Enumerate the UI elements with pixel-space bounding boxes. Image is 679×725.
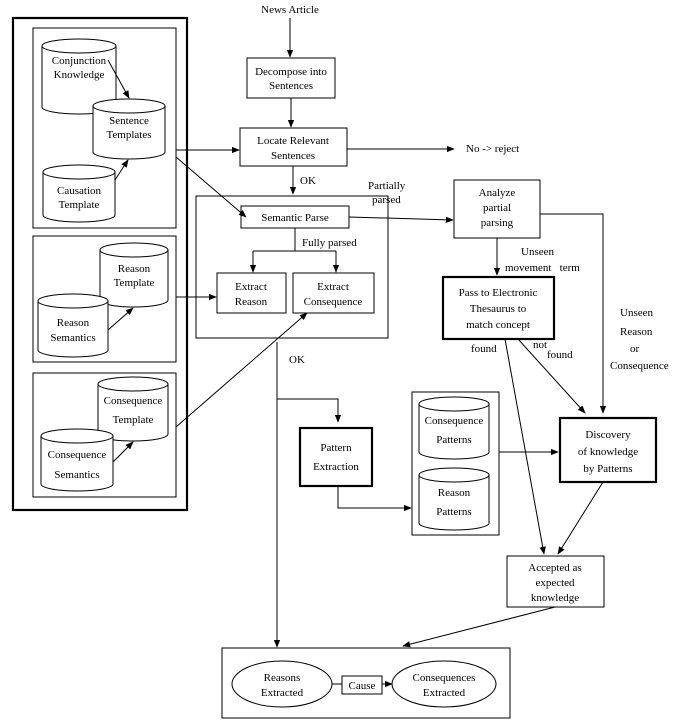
decompose-box: Decompose into Sentences: [246, 57, 336, 99]
svg-text:Sentences: Sentences: [269, 80, 313, 92]
consequence-semantics-cylinder: Consequence Semantics: [40, 428, 114, 492]
svg-text:Template: Template: [113, 414, 154, 426]
reasons-extracted-ellipse: Reasons Extracted: [231, 660, 333, 708]
svg-text:Conjunction: Conjunction: [52, 55, 107, 67]
svg-text:Causation: Causation: [57, 185, 101, 197]
extract-reason-box: Extract Reason: [216, 272, 287, 314]
not-found-label-2: found: [547, 349, 573, 361]
movement-term-label: movement term: [505, 262, 580, 274]
consequence-group: [32, 372, 177, 498]
news-article-label: News Article: [261, 4, 319, 16]
svg-text:Decompose into: Decompose into: [255, 66, 327, 78]
reject-label: No -> reject: [466, 143, 519, 155]
consequence-template-cylinder: Consequence Template: [97, 376, 169, 442]
thesaurus-box: Pass to Electronic Thesaurus to match co…: [441, 275, 556, 341]
consequence-patterns-cylinder: Consequence Patterns: [418, 396, 490, 460]
accepted-box: Accepted as expected knowledge: [506, 555, 605, 608]
svg-text:parsing: parsing: [481, 217, 514, 229]
unseen-reason-label-2: Reason: [620, 326, 653, 338]
svg-text:Thesaurus to: Thesaurus to: [470, 303, 527, 315]
svg-text:Patterns: Patterns: [436, 434, 471, 446]
reason-template-cylinder: Reason Template: [99, 242, 169, 308]
analyze-partial-parsing-box: Analyze partial parsing: [453, 179, 541, 239]
reason-patterns-cylinder: Reason Patterns: [418, 467, 490, 531]
reason-semantics-cylinder: Reason Semantics: [37, 293, 109, 358]
svg-text:Sentence: Sentence: [109, 115, 149, 127]
svg-text:Reason: Reason: [438, 487, 471, 499]
svg-text:partial: partial: [483, 202, 511, 214]
found-label: found: [471, 343, 497, 355]
reason-group: [32, 235, 177, 363]
svg-text:Template: Template: [114, 277, 155, 289]
fully-parsed-label: Fully parsed: [302, 237, 357, 249]
semantic-parse-container: [195, 195, 389, 339]
patterns-container: [411, 391, 500, 536]
svg-text:Extract: Extract: [235, 281, 267, 293]
semantic-parse-box: Semantic Parse: [240, 205, 350, 229]
svg-text:Semantics: Semantics: [50, 332, 95, 344]
svg-text:Extracted: Extracted: [423, 687, 466, 699]
svg-text:Reasons: Reasons: [264, 672, 301, 684]
svg-text:Consequence: Consequence: [304, 296, 363, 308]
svg-text:Pass to Electronic: Pass to Electronic: [459, 287, 538, 299]
svg-text:Locate Relevant: Locate Relevant: [257, 135, 329, 147]
causation-template-cylinder: Causation Template: [42, 164, 116, 223]
svg-text:Semantics: Semantics: [54, 469, 99, 481]
partially-parsed-label: Partially: [368, 180, 406, 192]
svg-text:match concept: match concept: [466, 319, 530, 331]
sentence-templates-group: [32, 27, 177, 229]
svg-text:Reason: Reason: [57, 317, 90, 329]
svg-text:Pattern: Pattern: [320, 442, 352, 454]
sentence-templates-cylinder: Sentence Templates: [92, 98, 166, 160]
svg-text:Consequence: Consequence: [104, 395, 163, 407]
partially-parsed-label-2: parsed: [372, 194, 401, 206]
svg-text:knowledge: knowledge: [531, 592, 579, 604]
svg-text:Discovery: Discovery: [585, 429, 631, 441]
svg-text:Accepted as: Accepted as: [528, 562, 581, 574]
svg-text:Consequences: Consequences: [413, 672, 476, 684]
pattern-extraction-box: Pattern Extraction: [298, 426, 374, 488]
locate-sentences-box: Locate Relevant Sentences: [239, 127, 348, 167]
svg-text:by Patterns: by Patterns: [583, 463, 632, 475]
svg-text:Extract: Extract: [317, 281, 349, 293]
svg-text:Consequence: Consequence: [425, 415, 484, 427]
not-found-label-1: not: [533, 339, 547, 351]
svg-text:Knowledge: Knowledge: [54, 69, 105, 81]
ok-label-1: OK: [300, 175, 316, 187]
conjunction-knowledge-cylinder: Conjunction Knowledge: [41, 38, 117, 115]
extract-consequence-box: Extract Consequence: [292, 272, 375, 314]
svg-text:expected: expected: [535, 577, 575, 589]
svg-text:Consequence: Consequence: [48, 449, 107, 461]
svg-text:Analyze: Analyze: [479, 187, 516, 199]
svg-text:of knowledge: of knowledge: [578, 446, 638, 458]
unseen-reason-label-1: Unseen: [620, 307, 653, 319]
svg-text:Extracted: Extracted: [261, 687, 304, 699]
consequences-extracted-ellipse: Consequences Extracted: [391, 660, 497, 708]
unseen-reason-label-4: Consequence: [610, 360, 669, 372]
svg-text:Template: Template: [59, 199, 100, 211]
results-container: [221, 647, 511, 719]
svg-text:Semantic Parse: Semantic Parse: [261, 212, 329, 224]
unseen-label: Unseen: [521, 246, 554, 258]
svg-text:Templates: Templates: [106, 129, 151, 141]
svg-text:Reason: Reason: [118, 263, 151, 275]
unseen-reason-label-3: or: [630, 343, 640, 355]
svg-text:Extraction: Extraction: [313, 461, 359, 473]
knowledge-base-panel: [11, 16, 189, 512]
svg-text:Cause: Cause: [349, 680, 376, 692]
ok-label-2: OK: [289, 354, 305, 366]
svg-text:Patterns: Patterns: [436, 506, 471, 518]
discovery-box: Discovery of knowledge by Patterns: [558, 416, 658, 484]
svg-text:Reason: Reason: [235, 296, 268, 308]
cause-box: Cause: [341, 675, 383, 695]
svg-text:Sentences: Sentences: [271, 150, 315, 162]
